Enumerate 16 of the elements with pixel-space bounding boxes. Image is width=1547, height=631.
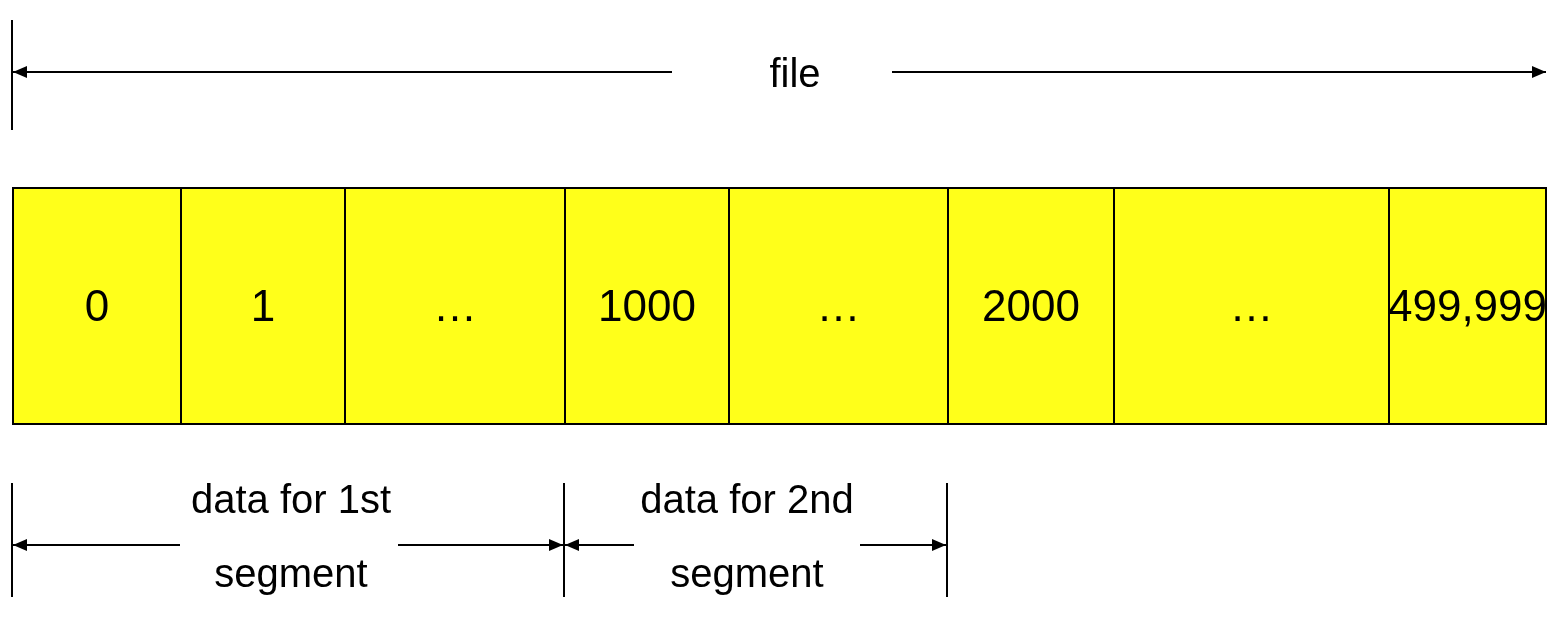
data-cell xyxy=(947,187,1115,425)
cell-value: … xyxy=(433,281,477,331)
data-cell xyxy=(12,187,182,425)
cell-value: … xyxy=(1229,281,1274,331)
cell-value: 1 xyxy=(250,281,276,331)
cell-value: 2000 xyxy=(982,281,1080,331)
data-cell xyxy=(344,187,566,425)
cell-value: … xyxy=(816,281,861,331)
cell-value: 499,999 xyxy=(1387,281,1547,331)
data-cell xyxy=(1388,187,1547,425)
data-cell xyxy=(728,187,949,425)
data-cell xyxy=(180,187,346,425)
data-cell xyxy=(1113,187,1390,425)
cell-value: 1000 xyxy=(598,281,696,331)
data-cell xyxy=(564,187,730,425)
cell-value: 0 xyxy=(84,281,110,331)
